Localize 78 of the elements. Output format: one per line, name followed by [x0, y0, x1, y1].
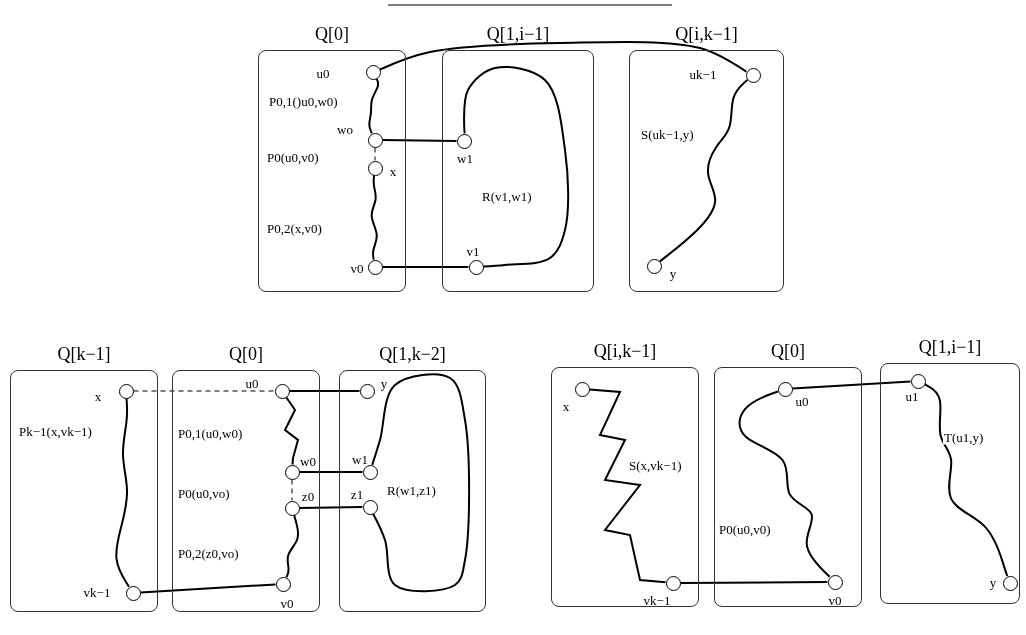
- vertex-label: vk−1: [83, 584, 111, 600]
- vertex-circle: [362, 499, 378, 515]
- vertex-circle: [362, 464, 378, 480]
- vertex-label: u0: [245, 375, 259, 391]
- wavy-path: [371, 373, 471, 593]
- vertex-circle: [365, 64, 381, 80]
- panel-heading: Q[1,i−1]: [485, 24, 551, 44]
- vertex-label: x: [389, 163, 397, 179]
- vertex-label: vk−1: [643, 592, 671, 608]
- dashed-line: [291, 479, 293, 501]
- panel-heading: Q[0]: [770, 341, 806, 361]
- connector-line: [379, 40, 748, 73]
- vertex-label: y: [380, 375, 388, 391]
- wavy-path: [283, 396, 300, 466]
- vertex-label: z0: [301, 488, 315, 504]
- vertex-circle: [284, 500, 300, 516]
- connector-line: [381, 139, 458, 142]
- vertex-circle: [646, 258, 662, 274]
- vertex-label: w0: [300, 453, 316, 469]
- panel-heading: Q[0]: [228, 344, 264, 364]
- vertex-circle: [125, 585, 141, 601]
- wavy-path: [285, 514, 300, 579]
- vertex-label: v0: [280, 595, 294, 611]
- vertex-label: u0: [316, 65, 330, 81]
- vertex-circle: [274, 383, 290, 399]
- connector-line: [288, 390, 361, 392]
- vertex-circle: [118, 383, 134, 399]
- vertex-circle: [456, 133, 472, 149]
- vertex-circle: [574, 381, 590, 397]
- wavy-path: [588, 388, 667, 584]
- panel-heading: Q[1,k−2]: [378, 344, 447, 364]
- panel-heading: Q[0]: [314, 24, 350, 44]
- vertex-label: v1: [466, 243, 480, 259]
- vertex-circle: [745, 67, 761, 83]
- vertex-circle: [367, 132, 383, 148]
- vertex-circle: [910, 373, 926, 389]
- connector-line: [298, 471, 364, 473]
- vertex-label: wo: [337, 121, 353, 137]
- vertex-circle: [367, 259, 383, 275]
- vertex-circle: [275, 576, 291, 592]
- connector-line: [791, 380, 912, 390]
- vertex-label: w1: [457, 150, 473, 166]
- panel-heading: Q[i,k−1]: [674, 24, 739, 44]
- vertex-circle: [1002, 575, 1018, 591]
- wavy-path: [463, 66, 570, 268]
- connector-line: [381, 266, 470, 268]
- vertex-label: u0: [795, 393, 809, 409]
- vertex-circle: [777, 381, 793, 397]
- dashed-line: [133, 390, 275, 392]
- panel-heading: Q[i,k−1]: [592, 341, 658, 361]
- vertex-label: z1: [350, 486, 364, 502]
- vertex-circle: [284, 464, 300, 480]
- vertex-circle: [468, 259, 484, 275]
- wavy-path: [658, 78, 749, 263]
- vertex-label: uk−1: [689, 66, 717, 82]
- wavy-path: [368, 77, 380, 135]
- vertex-label: y: [989, 574, 997, 590]
- vertex-label: x: [94, 388, 102, 404]
- panel-heading: Q[1,i−1]: [917, 337, 983, 357]
- vertex-circle: [359, 383, 375, 399]
- vertex-label: x: [562, 398, 570, 414]
- vertex-label: w1: [352, 451, 368, 467]
- panel-heading: Q[k−1]: [56, 344, 112, 364]
- vertex-label: u1: [905, 388, 919, 404]
- connector-line: [139, 583, 277, 594]
- vertex-circle: [367, 160, 383, 176]
- vertex-label: v0: [828, 592, 842, 608]
- dashed-line: [374, 147, 376, 161]
- wavy-path: [923, 383, 1009, 577]
- connector-line: [298, 506, 364, 509]
- wavy-path: [370, 174, 378, 261]
- connector-line: [679, 581, 829, 584]
- vertex-circle: [827, 574, 843, 590]
- vertex-label: y: [669, 265, 677, 281]
- wavy-path: [115, 397, 130, 588]
- vertex-label: v0: [350, 260, 364, 276]
- wavy-path: [738, 390, 831, 578]
- vertex-circle: [665, 575, 681, 591]
